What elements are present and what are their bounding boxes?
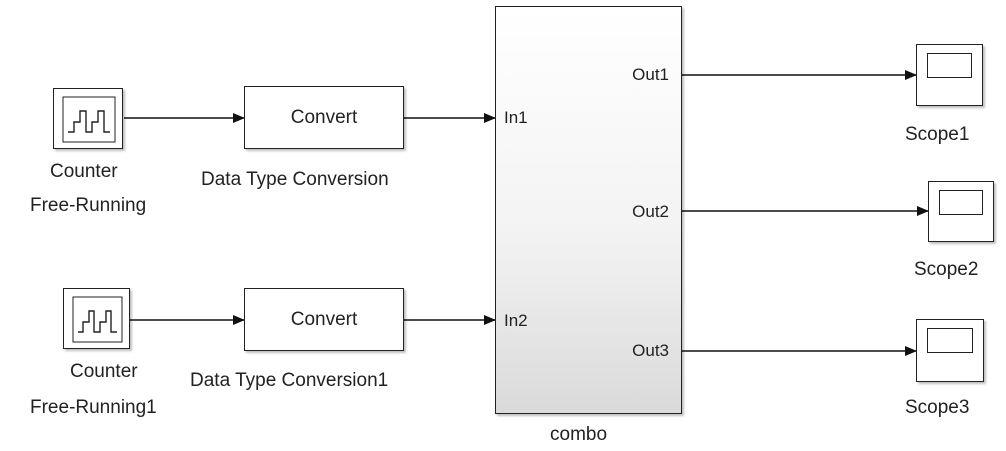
counter-block-2[interactable] [63,288,130,349]
convert-block-2-name: Data Type Conversion1 [190,370,389,391]
scope-block-2[interactable] [928,181,994,242]
scope-1-name: Scope1 [905,124,970,145]
counter-block-1[interactable] [53,88,123,149]
counter-1-name-line2: Free-Running [30,195,147,216]
scope-icon [927,53,972,78]
counter-waveform-icon [62,96,116,143]
combo-output-port-1: Out1 [632,65,669,84]
scope-block-1[interactable] [916,44,983,106]
scope-2-name: Scope2 [914,259,979,280]
combo-output-port-3: Out3 [632,341,669,360]
counter-2-name-line2: Free-Running1 [30,397,157,418]
convert-block-1-name: Data Type Conversion [201,169,389,190]
counter-waveform-icon [72,296,123,343]
combo-output-port-2: Out2 [632,202,669,221]
combo-subsystem-block[interactable]: In1 In2 Out1 Out2 Out3 [495,6,682,414]
convert-block-1[interactable]: Convert [244,86,404,149]
combo-input-port-2: In2 [504,311,528,330]
convert-block-2[interactable]: Convert [244,288,404,351]
combo-subsystem-name: combo [550,424,608,445]
combo-input-port-1: In1 [504,108,528,127]
convert-block-2-text: Convert [290,308,358,330]
scope-3-name: Scope3 [905,397,970,418]
counter-1-name-line1: Counter [50,161,118,182]
convert-block-1-text: Convert [290,106,358,128]
counter-2-name-line1: Counter [70,361,138,382]
scope-icon [939,190,983,215]
scope-block-3[interactable] [916,319,984,382]
scope-icon [927,328,973,353]
